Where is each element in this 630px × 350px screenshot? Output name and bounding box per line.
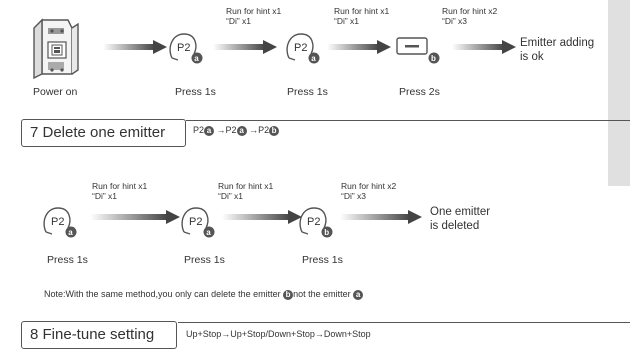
badge-b: b: [283, 289, 294, 300]
key-label: P2: [51, 216, 64, 228]
page-tab-sidebar: [608, 0, 630, 186]
p2-key-icon: P2 a: [285, 30, 323, 71]
press-label: Press 1s: [287, 86, 328, 98]
flow-arrow: [222, 209, 302, 230]
press-label: Press 2s: [399, 86, 440, 98]
flow-arrow: [327, 39, 391, 60]
key-label: P2: [189, 216, 202, 228]
badge-a: a: [311, 54, 316, 63]
section-divider: [186, 120, 630, 122]
hint-text: Run for hint x2“Di” x3: [442, 6, 498, 27]
p2-key-icon: P2 a: [180, 204, 218, 245]
section-title: 7 Delete one emitter: [30, 124, 166, 141]
press-label: Press 1s: [175, 86, 216, 98]
section-divider: [178, 322, 630, 324]
flow-arrow: [103, 39, 167, 60]
badge-b: b: [324, 228, 329, 237]
flow-arrow: [213, 39, 277, 60]
p2-key-icon: P2 a: [42, 204, 80, 245]
badge-b: b: [269, 125, 280, 136]
press-label: Press 1s: [47, 254, 88, 266]
hint-text: Run for hint x1“Di” x1: [218, 181, 274, 202]
section-title-box: 8 Fine-tune setting: [21, 321, 177, 349]
flow-arrow: [340, 209, 422, 230]
badge-a: a: [194, 54, 199, 63]
hint-text: Run for hint x1“Di” x1: [92, 181, 148, 202]
badge-a: a: [206, 228, 211, 237]
finetune-sequence: Up+Stop→Up+Stop/Down+Stop→Down+Stop: [186, 329, 371, 339]
section-title: 8 Fine-tune setting: [30, 326, 155, 343]
power-switch-illustration: [28, 16, 88, 85]
hint-text: Run for hint x2“Di” x3: [341, 181, 397, 202]
flow-arrow: [90, 209, 180, 230]
p2-key-icon: P2 a: [168, 30, 206, 71]
press-label: Press 1s: [184, 254, 225, 266]
hint-text: Run for hint x1“Di” x1: [334, 6, 390, 27]
badge-a: a: [353, 289, 364, 300]
badge-b: b: [431, 54, 436, 63]
section-title-box: 7 Delete one emitter: [21, 119, 186, 147]
button-key-icon: b: [396, 36, 442, 71]
badge-a: a: [204, 125, 215, 136]
key-label: P2: [294, 42, 307, 54]
press-label: Press 1s: [302, 254, 343, 266]
badge-a: a: [236, 125, 247, 136]
key-label: P2: [307, 216, 320, 228]
key-label: P2: [177, 42, 190, 54]
p2-key-icon: P2 b: [298, 204, 336, 245]
hint-text: Run for hint x1“Di” x1: [226, 6, 282, 27]
flow-arrow: [452, 39, 516, 60]
power-on-label: Power on: [33, 86, 78, 98]
badge-a: a: [68, 228, 73, 237]
note-text: Note:With the same method,you only can d…: [44, 289, 364, 300]
